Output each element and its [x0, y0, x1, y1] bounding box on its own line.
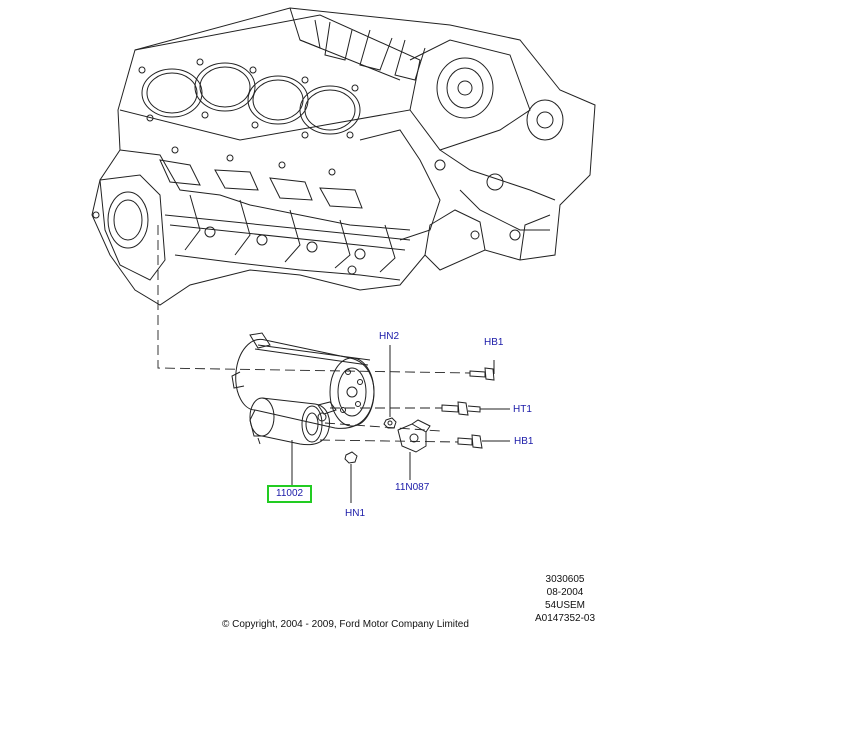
- callout-ht1[interactable]: HT1: [513, 404, 532, 415]
- nut-hn2: [383, 345, 397, 429]
- callout-11002-selected[interactable]: 11002: [267, 485, 313, 503]
- reference-block: 3030605 08-2004 54USEM A0147352-03: [530, 573, 600, 625]
- copyright-notice: © Copyright, 2004 - 2009, Ford Motor Com…: [222, 619, 469, 630]
- callout-hb1-bottom[interactable]: HB1: [514, 436, 534, 447]
- engine-block: [91, 7, 596, 306]
- bolt-hb1-top: [469, 360, 495, 381]
- reference-line-1: 3030605: [545, 574, 585, 585]
- reference-line-3: 54USEM: [544, 600, 585, 611]
- reference-line-4: A0147352-03: [534, 613, 596, 624]
- callout-hb1-top[interactable]: HB1: [484, 337, 504, 348]
- bracket-11n087: [397, 419, 431, 480]
- callout-hn2[interactable]: HN2: [379, 331, 400, 342]
- bolt-hb1-bottom: [457, 434, 510, 449]
- starter-motor-11002: [231, 332, 375, 485]
- reference-line-2: 08-2004: [546, 587, 584, 598]
- stud-ht1: [441, 401, 510, 416]
- callout-hn1[interactable]: HN1: [345, 508, 366, 519]
- callout-11n087[interactable]: 11N087: [395, 482, 430, 493]
- nut-hn1: [344, 451, 358, 503]
